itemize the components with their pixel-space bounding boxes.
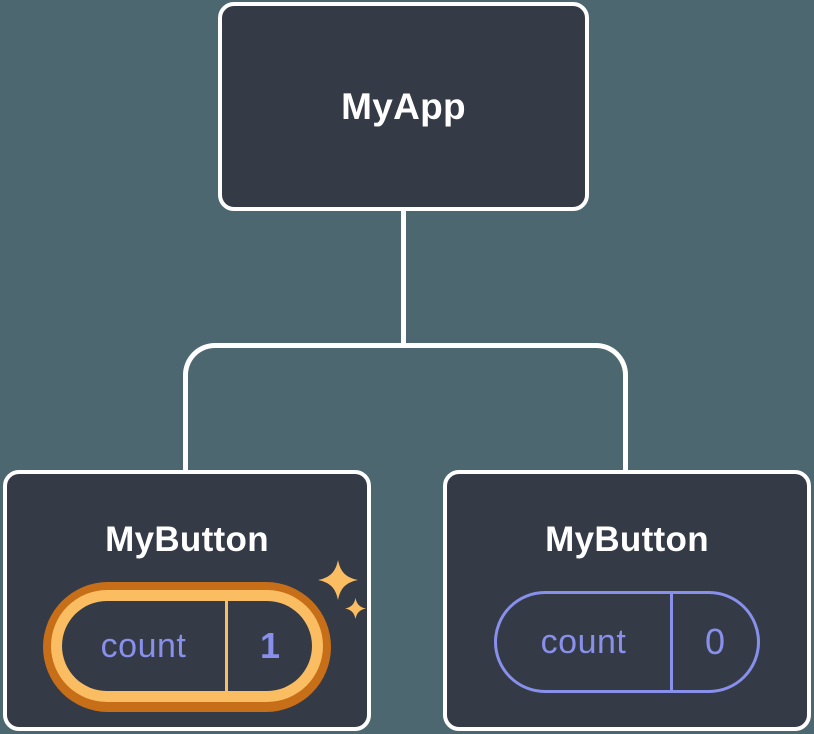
pill-divider xyxy=(225,601,228,691)
pill-divider xyxy=(670,594,673,690)
state-key: count xyxy=(100,626,187,665)
state-key: count xyxy=(540,622,627,661)
root-component-node: MyApp xyxy=(218,2,589,211)
root-component-name: MyApp xyxy=(341,85,466,127)
child-component-name: MyButton xyxy=(545,520,709,559)
sparkle-icon xyxy=(318,560,358,600)
state-pill: count 1 xyxy=(62,601,312,691)
connector-branch-bracket xyxy=(183,343,628,471)
connector-root-stem xyxy=(401,209,406,345)
state-value: 0 xyxy=(704,621,726,662)
state-pill-highlight: count 1 xyxy=(43,582,331,712)
child-component-name: MyButton xyxy=(105,520,269,559)
state-pill-ring: count 1 xyxy=(51,590,323,702)
state-pill: count 0 xyxy=(494,591,760,693)
sparkle-icon xyxy=(345,598,366,619)
state-value: 1 xyxy=(259,625,281,666)
child-component-node-1: MyButton count 1 xyxy=(3,470,371,731)
child-component-node-2: MyButton count 0 xyxy=(443,470,811,731)
